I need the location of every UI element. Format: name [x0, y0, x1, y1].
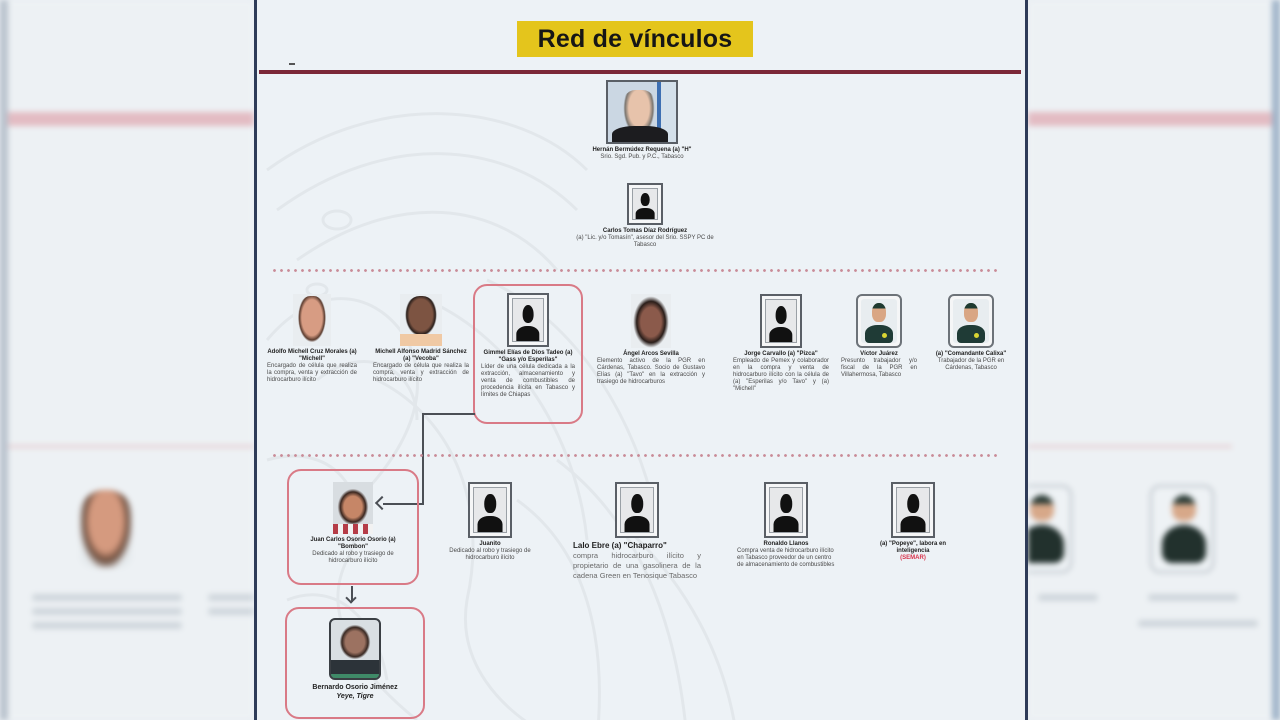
person-description: Compra venta de hidrocarburo ilícito en …	[737, 548, 835, 568]
blurred-text	[1138, 620, 1258, 627]
person-description: Elemento activo de la PGR en Cárdenas, T…	[597, 358, 705, 385]
node-lalo-ebre: Lalo Ebre (a) "Chaparro" compra hidrocar…	[573, 482, 701, 581]
node-victor-juarez: Víctor Juárez Presunto trabajador y/o fi…	[841, 294, 917, 379]
person-description: Empleado de Pemex y colaborador en la co…	[733, 358, 829, 392]
person-description: Srio. Sgd. Pub. y P.C., Tabasco	[600, 154, 684, 160]
node-adolfo-michell: Adolfo Michell Cruz Morales (a) "Michell…	[267, 294, 357, 384]
tier-separator	[271, 269, 1001, 272]
node-angel-arcos: Ángel Arcos Sevilla Elemento activo de l…	[597, 294, 705, 386]
person-photo	[606, 80, 678, 144]
blurred-text	[208, 608, 254, 615]
node-comandante-calixa: (a) "Comandante Calixa" Trabajador de la…	[933, 294, 1009, 372]
highlight-frame	[287, 469, 419, 585]
slide-title-banner: Red de vínculos	[517, 21, 753, 57]
blurred-text	[32, 622, 182, 629]
blurred-text	[1038, 594, 1098, 601]
blurred-text	[32, 594, 182, 601]
silhouette-icon	[468, 482, 512, 538]
connector-line	[422, 413, 475, 415]
person-name: Juan Carlos Osorio Osorio (a) "Bombon"	[310, 537, 396, 550]
blurred-text	[32, 608, 182, 615]
person-name: Michell Alfonso Madrid Sánchez (a) "Veco…	[375, 349, 467, 362]
connector-line	[351, 586, 353, 602]
person-name: Ronaldo Llanos	[763, 541, 809, 547]
person-name: Víctor Juárez	[860, 351, 898, 357]
node-juanito: Juanito Dedicado al robo y trasiego de h…	[435, 482, 545, 562]
blurred-text	[1148, 594, 1238, 601]
highlight-frame	[285, 607, 425, 719]
tier-separator	[271, 454, 1001, 457]
node-hernan-bermudez: Hernán Bermúdez Requena (a) "H" Srio. Sg…	[567, 80, 717, 161]
silhouette-icon	[891, 482, 935, 538]
connector-line	[422, 413, 424, 503]
person-description: (a) "Lic. y/o Tomasín", asesor del Srio.…	[576, 235, 714, 248]
person-photo	[329, 618, 381, 680]
person-photo	[631, 294, 671, 348]
person-name: Ángel Arcos Sevilla	[623, 351, 679, 357]
node-ronaldo-llanos: Ronaldo Llanos Compra venta de hidrocarb…	[737, 482, 835, 569]
agency-label: (SEMAR)	[900, 555, 926, 561]
person-name: Adolfo Michell Cruz Morales (a) "Michell…	[267, 349, 357, 362]
person-description: Dedicado al robo y trasiego de hidrocarb…	[449, 548, 531, 561]
person-description: Dedicado al robo y trasiego de hidrocarb…	[312, 551, 394, 564]
person-photo	[400, 294, 442, 346]
blurred-background-left	[0, 0, 254, 720]
person-name: Jorge Carvallo (a) "Pizca"	[744, 351, 818, 357]
person-description: Encargado de célula que realiza la compr…	[267, 363, 357, 383]
blurred-separator	[8, 445, 254, 448]
person-description: Trabajador de la PGR en Cárdenas, Tabasc…	[937, 358, 1005, 371]
node-bernardo-osorio: Bernardo Osorio Jiménez Yeye, Tigre	[297, 618, 413, 701]
person-name: (a) "Popeye", labora en inteligencia	[879, 541, 947, 554]
node-carlos-tomas-diaz: Carlos Tomas Díaz Rodríguez (a) "Lic. y/…	[575, 183, 715, 249]
person-name: (a) "Comandante Calixa"	[935, 351, 1007, 357]
network-slide: Red de vínculos Hernán Bermúdez Requena …	[254, 0, 1028, 720]
person-name: Gimmel Elías de Dios Tadeo (a) "Gass y/o…	[483, 350, 573, 363]
person-description: Encargado de célula que realiza la compr…	[373, 363, 469, 383]
title-rule	[259, 70, 1021, 74]
silhouette-icon	[615, 482, 659, 538]
person-description: Líder de una célula dedicada a la extrac…	[481, 364, 575, 398]
node-jorge-carvallo: Jorge Carvallo (a) "Pizca" Empleado de P…	[733, 294, 829, 393]
silhouette-icon	[627, 183, 663, 225]
node-michell-alfonso: Michell Alfonso Madrid Sánchez (a) "Veco…	[373, 294, 469, 384]
slide-title: Red de vínculos	[537, 24, 733, 53]
silhouette-icon	[760, 294, 802, 348]
blurred-background-right	[1028, 0, 1280, 720]
slide-corner-mark	[289, 63, 295, 65]
blurred-officer-icon	[1028, 485, 1072, 573]
person-name: Lalo Ebre (a) "Chaparro"	[573, 541, 667, 550]
blurred-top-rule	[8, 112, 254, 126]
person-name: Bernardo Osorio Jiménez	[312, 684, 398, 691]
node-juan-carlos-osorio: Juan Carlos Osorio Osorio (a) "Bombon" D…	[295, 482, 411, 565]
silhouette-icon	[507, 293, 549, 347]
blurred-text	[208, 594, 254, 601]
person-photo	[293, 294, 331, 346]
person-description: Presunto trabajador y/o fiscal de la PGR…	[841, 358, 917, 378]
officer-icon	[856, 294, 902, 348]
person-description: compra hidrocarburo ilícito y propietari…	[573, 551, 701, 580]
officer-icon	[948, 294, 994, 348]
person-name: Carlos Tomas Díaz Rodríguez	[602, 228, 688, 234]
connector-line	[383, 503, 424, 505]
node-gimmel-elias: Gimmel Elías de Dios Tadeo (a) "Gass y/o…	[481, 293, 575, 399]
person-photo	[333, 482, 373, 534]
emblem-watermark-icon	[265, 112, 736, 720]
blurred-officer-icon	[1150, 485, 1214, 573]
person-name: Juanito	[479, 541, 501, 547]
blurred-photo	[80, 490, 132, 568]
person-name: Hernán Bermúdez Requena (a) "H"	[592, 147, 692, 153]
blurred-top-rule	[1028, 112, 1272, 126]
node-popeye: (a) "Popeye", labora en inteligencia (SE…	[863, 482, 963, 562]
blurred-separator	[1028, 445, 1232, 448]
highlight-frame	[473, 284, 583, 424]
silhouette-icon	[764, 482, 808, 538]
person-alias: Yeye, Tigre	[336, 693, 374, 700]
